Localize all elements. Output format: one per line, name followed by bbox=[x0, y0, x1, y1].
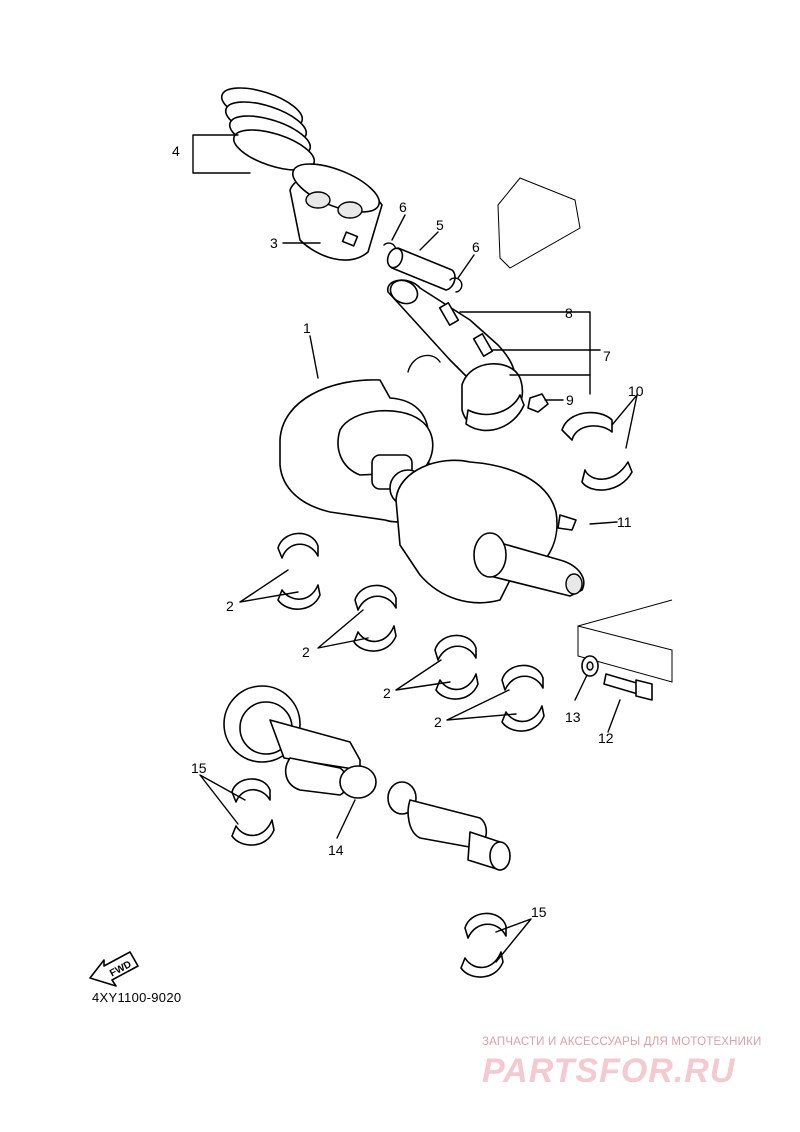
crank-bearing-10 bbox=[561, 411, 633, 491]
callout-6a: 6 bbox=[399, 199, 407, 215]
balancer-bearings bbox=[231, 778, 507, 978]
callout-4: 4 bbox=[172, 143, 180, 159]
callout-13: 13 bbox=[565, 709, 581, 725]
callout-1: 1 bbox=[303, 320, 311, 336]
callout-9: 9 bbox=[566, 392, 574, 408]
callout-15a: 15 bbox=[191, 760, 207, 776]
callout-5: 5 bbox=[436, 217, 444, 233]
main-bearings bbox=[277, 532, 545, 732]
callout-15b: 15 bbox=[531, 904, 547, 920]
callouts: 4 3 6 5 6 8 7 9 10 1 11 2 2 2 2 13 12 15… bbox=[172, 143, 644, 920]
callout-12: 12 bbox=[598, 730, 614, 746]
piston bbox=[289, 163, 383, 261]
balancer-shaft bbox=[223, 685, 511, 871]
piston-pin-assembly bbox=[383, 242, 463, 293]
callout-2b: 2 bbox=[302, 644, 310, 660]
callout-2c: 2 bbox=[383, 685, 391, 701]
crankshaft bbox=[279, 379, 585, 604]
callout-2d: 2 bbox=[434, 714, 442, 730]
callout-2a: 2 bbox=[226, 598, 234, 614]
watermark-tagline: ЗАПЧАСТИ И АКСЕССУАРЫ ДЛЯ МОТОТЕХНИКИ bbox=[482, 1036, 762, 1048]
callout-3: 3 bbox=[270, 235, 278, 251]
callout-6b: 6 bbox=[472, 239, 480, 255]
callout-7: 7 bbox=[603, 348, 611, 364]
callout-8: 8 bbox=[565, 305, 573, 321]
callout-10: 10 bbox=[628, 383, 644, 399]
forward-direction-arrow: FWD bbox=[89, 951, 139, 987]
watermark-logo: PARTSFOR.RU bbox=[482, 1052, 736, 1090]
callout-14: 14 bbox=[328, 842, 344, 858]
bolt-and-washer bbox=[577, 599, 673, 701]
drawing-code: 4XY1100-9020 bbox=[92, 990, 182, 1005]
connecting-rod bbox=[387, 177, 581, 432]
callout-11: 11 bbox=[617, 514, 632, 530]
leader-lines bbox=[192, 134, 638, 963]
piston-rings bbox=[220, 87, 316, 171]
